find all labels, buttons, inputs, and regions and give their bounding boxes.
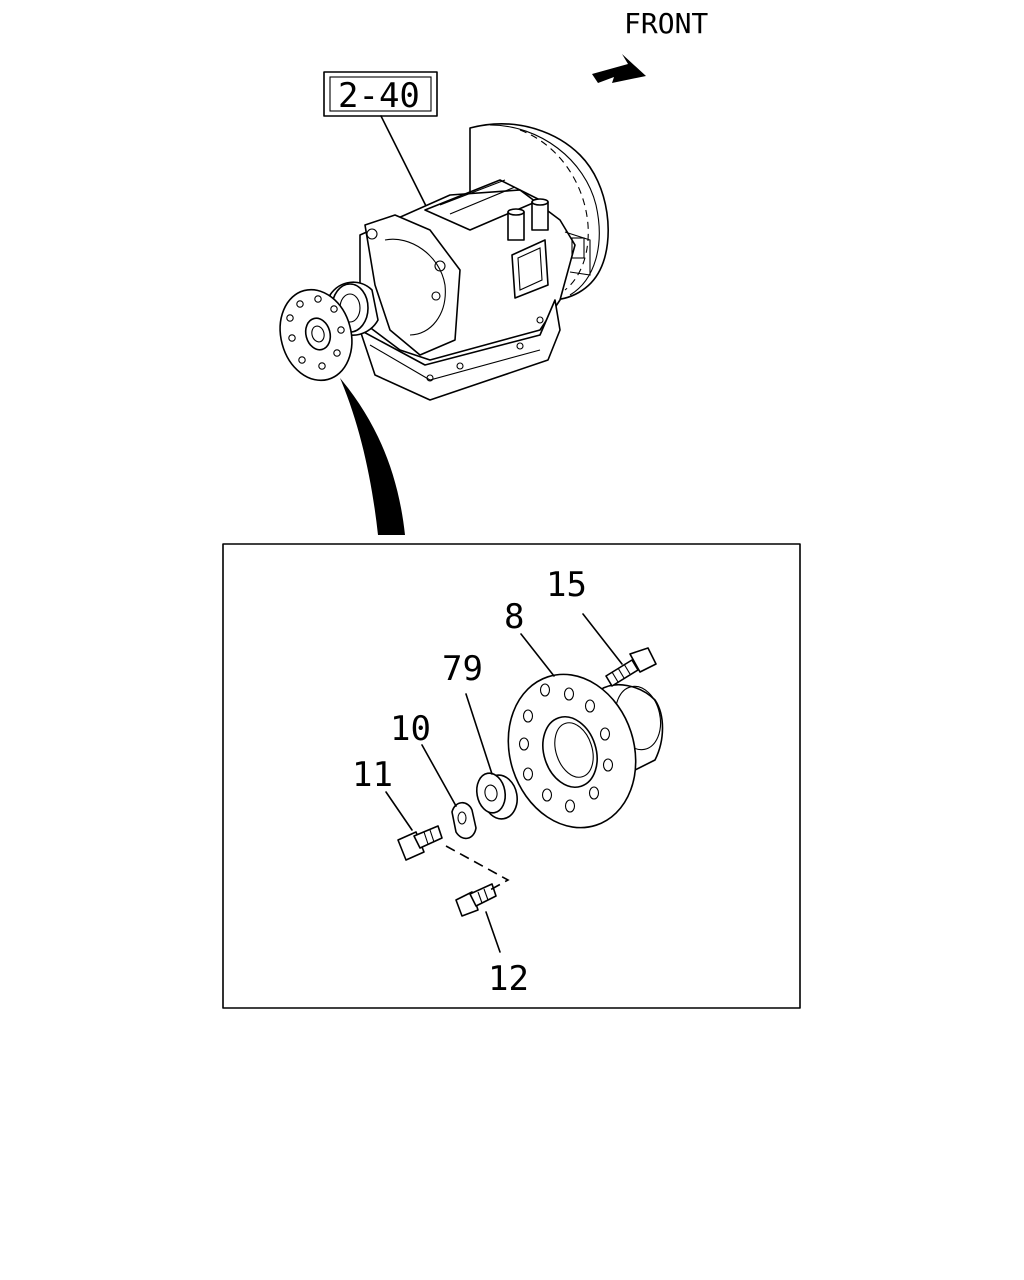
part-label-12: 12 [488,959,529,999]
reference-leader-line [380,115,429,211]
bolt-15 [605,647,657,687]
washer-79 [475,772,518,820]
part-label-10: 10 [390,709,431,749]
lock-plate-10 [451,801,477,840]
reference-box: 2-40 [323,71,438,117]
part-label-11: 11 [352,755,393,795]
part-label-15: 15 [546,565,587,605]
bolt-11 [397,825,443,861]
flange-hub [507,673,664,829]
bolt-12 [455,883,497,917]
assembly-dashed-line [445,845,510,891]
part-label-79: 79 [442,649,483,689]
front-arrow-icon [592,54,646,83]
detail-view-frame [222,543,801,1009]
transmission-assembly [279,123,609,401]
part-label-8: 8 [504,597,524,637]
reference-box-label: 2-40 [338,76,420,116]
detail-callout-arrow-icon [340,378,405,535]
front-label: FRONT [624,7,708,40]
leader-lines [385,613,623,953]
